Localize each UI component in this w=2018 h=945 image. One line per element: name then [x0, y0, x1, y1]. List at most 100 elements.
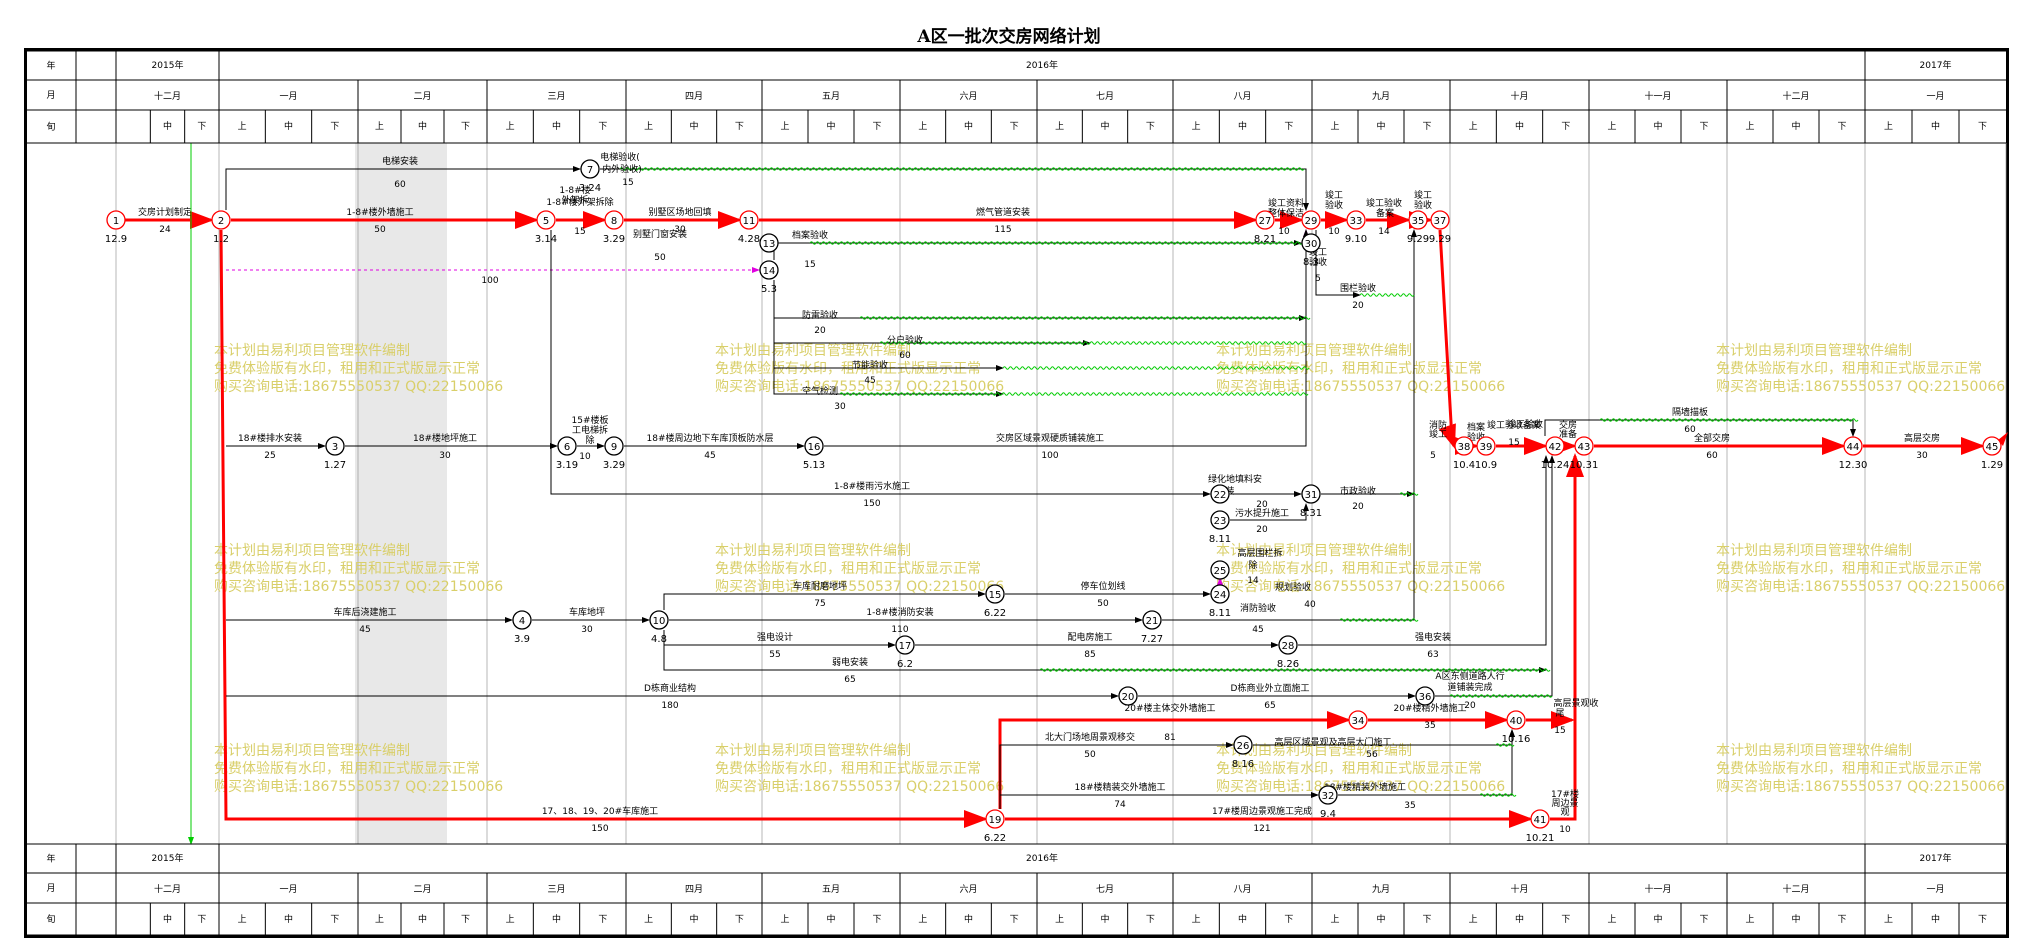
activity-label: 隔墙描板 [1672, 406, 1708, 418]
event-circle [536, 210, 556, 230]
activity-label: 电梯验收( [600, 151, 640, 163]
month-label: 一月 [279, 884, 297, 895]
decade-label: 上 [1192, 121, 1201, 132]
edge-21-35 [1162, 229, 1417, 621]
month-label: 七月 [1096, 884, 1114, 895]
activity-label: 内外验收) [602, 163, 642, 175]
event-circle [1210, 484, 1230, 504]
activity-duration: 100 [1041, 451, 1058, 461]
activity-duration: 14 [1378, 227, 1390, 237]
activity-label: 高层围栏拆 [1237, 547, 1282, 559]
activity-label: 分户验收 [887, 334, 923, 346]
watermark-text: 免费体验版有水印，租用和正式版显示正常 [1216, 561, 1482, 577]
activity-label: 整体保洁 [1268, 207, 1304, 219]
month-label: 九月 [1372, 91, 1390, 102]
watermark-text: 本计划由易利项目管理软件编制 [715, 343, 911, 359]
event-node-21: 217.27 [1141, 610, 1163, 645]
activity-duration: 30 [439, 451, 451, 461]
event-node-28: 288.26 [1277, 635, 1299, 670]
event-circle [985, 584, 1005, 604]
decade-label: 下 [872, 915, 881, 925]
event-date: 1.2 [213, 234, 229, 245]
decade-label: 上 [1055, 121, 1064, 132]
activity-duration: 110 [891, 625, 908, 635]
activity-duration: 60 [1706, 451, 1718, 461]
activity-duration: 60 [1684, 425, 1696, 435]
activity-duration: 20 [1464, 701, 1476, 711]
event-number: 14 [763, 266, 776, 277]
watermark-text: 免费体验版有水印，租用和正式版显示正常 [1216, 761, 1482, 777]
event-circle [1545, 436, 1565, 456]
activity-label: 备案 [1376, 207, 1394, 219]
activity-duration: 20 [1256, 500, 1268, 510]
activity-label: 全部交房 [1694, 432, 1730, 444]
watermark-text: 购买咨询电话:18675550537 QQ:22150066 [715, 579, 1004, 595]
activity-label: 外架拆 [561, 194, 588, 206]
event-node-37: 379.29 [1429, 210, 1451, 245]
watermark-text: 购买咨询电话:18675550537 QQ:22150066 [715, 779, 1004, 795]
event-number: 25 [1214, 566, 1227, 577]
event-circle [1348, 710, 1368, 730]
decade-label: 中 [1238, 120, 1247, 132]
activity-label: D栋商业结构 [644, 682, 696, 694]
event-circle [1301, 233, 1321, 253]
event-number: 7 [587, 165, 593, 176]
decade-label: 中 [1376, 120, 1385, 132]
event-date: 8.21 [1254, 234, 1276, 245]
event-node-6: 63.19 [556, 436, 578, 471]
decade-label: 上 [1745, 914, 1754, 925]
event-circle [1255, 210, 1275, 230]
event-node-2: 21.2 [211, 210, 231, 245]
event-circle [759, 260, 779, 280]
decade-label: 下 [197, 915, 206, 925]
activity-duration: 65 [844, 675, 855, 685]
event-number: 34 [1352, 716, 1365, 727]
watermark-text: 购买咨询电话:18675550537 QQ:22150066 [1716, 779, 2005, 795]
event-date: 10.16 [1502, 734, 1531, 745]
watermark-text: 免费体验版有水印，租用和正式版显示正常 [1716, 361, 1982, 377]
event-circle [985, 809, 1005, 829]
event-number: 42 [1549, 442, 1562, 453]
float-wave-42 [1599, 418, 1859, 422]
event-number: 30 [1305, 239, 1318, 250]
decade-label: 下 [461, 122, 470, 132]
event-date: 8.16 [1232, 759, 1254, 770]
activity-duration: 65 [1264, 701, 1275, 711]
decade-label: 中 [1100, 913, 1109, 925]
watermark-text: 本计划由易利项目管理软件编制 [1716, 543, 1912, 559]
decade-label: 中 [1653, 120, 1662, 132]
event-circle [1506, 710, 1526, 730]
event-node-30: 308.3 [1301, 233, 1321, 268]
event-node-1: 112.9 [105, 210, 127, 245]
event-node-17: 176.2 [895, 635, 915, 670]
event-date: 3.29 [603, 234, 625, 245]
event-circle [1408, 210, 1428, 230]
float-wave-7 [619, 167, 1305, 171]
activity-label: 北大门场地周景观移交 [1045, 731, 1135, 743]
event-date: 5.13 [803, 460, 825, 471]
activity-duration: 35 [1424, 721, 1435, 731]
watermark-text: 购买咨询电话:18675550537 QQ:22150066 [1716, 379, 2005, 395]
activity-label: 20#楼精外墙施工 [1394, 702, 1467, 714]
event-circle [1210, 584, 1230, 604]
float-wave-21 [1339, 618, 1419, 622]
watermark-text: 购买咨询电话:18675550537 QQ:22150066 [715, 379, 1004, 395]
activity-label: 交房 [1559, 419, 1577, 431]
event-circle [1476, 436, 1496, 456]
decade-label: 中 [1238, 913, 1247, 925]
activity-label: 验收 [1309, 256, 1327, 268]
event-circle [1530, 809, 1550, 829]
activity-label: 电梯安装 [382, 155, 418, 167]
event-circle [604, 436, 624, 456]
activity-label: 除 [585, 434, 594, 446]
page-title: A区一批次交房网络计划 [917, 27, 1101, 47]
activity-duration: 40 [1304, 600, 1316, 610]
row-label: 月 [46, 90, 55, 101]
month-label: 一月 [1926, 91, 1944, 102]
watermark-text: 免费体验版有水印，租用和正式版显示正常 [214, 561, 480, 577]
event-number: 10 [653, 616, 666, 627]
activity-label: 围栏验收 [1340, 282, 1376, 294]
decade-label: 上 [375, 914, 384, 925]
row-label: 旬 [46, 121, 55, 133]
activity-label: 1-8#楼消防安装 [866, 606, 933, 618]
